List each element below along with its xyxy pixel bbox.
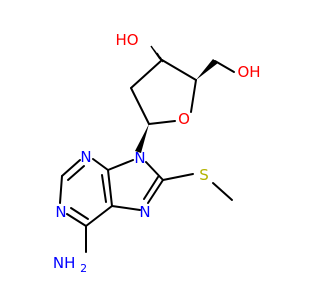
- bond-n1-c6-a: [66, 213, 87, 227]
- bond-c4-n3: [92, 158, 109, 171]
- bond-c2-c3: [130, 59, 163, 89]
- wedge-c4-ch2: [196, 59, 218, 80]
- atom-oh-methyl: OH: [237, 63, 260, 81]
- hashed-wedge-c3-oh: [150, 45, 164, 63]
- wedge-c1-n9: [135, 124, 149, 153]
- molecule-canvas: HO OH O N N N N S NH 2: [53, 31, 261, 275]
- bond-c4-o: [190, 79, 197, 113]
- atom-n7: N: [139, 203, 150, 221]
- bond-c6-c5: [85, 205, 113, 227]
- bond-o-c1: [148, 120, 176, 125]
- bond-c8-n7-a: [147, 179, 164, 204]
- bond-c4-c5-b: [101, 174, 107, 203]
- atom-n9: N: [134, 149, 145, 167]
- structure-diagram: HO OH O N N N N S NH 2: [53, 31, 261, 275]
- bond-n7-c5: [111, 205, 141, 211]
- bond-n3-c2-a: [61, 159, 81, 177]
- atom-s: S: [199, 166, 209, 184]
- bond-c8-s: [162, 173, 194, 181]
- bond-c8-n7-b: [143, 176, 159, 200]
- bond-s-ch3: [212, 182, 233, 201]
- bond-c4-c5-a: [107, 169, 113, 207]
- atom-n3: N: [80, 148, 91, 166]
- bond-c3-c4: [161, 59, 197, 81]
- bond-n3-c2-b: [67, 165, 85, 181]
- bond-n9-c4: [107, 159, 134, 171]
- bond-c2-n1: [59, 175, 63, 204]
- atom-nh2-label: NH 2: [53, 254, 87, 275]
- atom-ho-sugar: HO: [115, 31, 138, 49]
- atom-n1: N: [55, 203, 66, 221]
- atom-o-ring: O: [178, 110, 190, 128]
- bond-ch2-oh: [214, 60, 235, 73]
- bond-c1-c2: [130, 87, 150, 125]
- atom-nh2-text: NH: [53, 254, 76, 272]
- purine-bonds: [59, 158, 233, 253]
- bond-n1-c6-b: [70, 207, 89, 220]
- atom-nh2: NH 2: [53, 254, 87, 275]
- sugar-ring-bonds: [130, 59, 197, 125]
- bond-n9-c8: [145, 161, 164, 181]
- atom-nh2-subscript: 2: [80, 262, 87, 275]
